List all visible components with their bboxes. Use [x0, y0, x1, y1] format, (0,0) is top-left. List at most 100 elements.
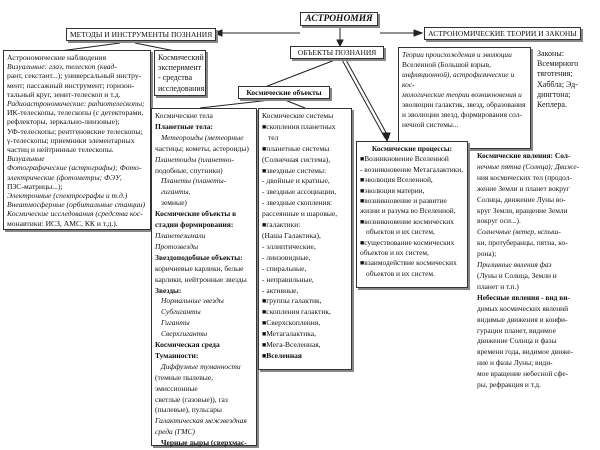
phenomena-line: планет и т.п.) — [477, 281, 519, 291]
phenomena-line: движение Солнца и фазы — [477, 336, 557, 346]
bodies-line: частицы; кометы, астероиды) — [155, 143, 249, 153]
bodies-line: карлики, нейтронные звезды — [155, 274, 247, 284]
bodies-line: Галактическая межзвездная — [155, 416, 247, 426]
systems-line: - эллиптические, — [262, 241, 316, 251]
phenomena-line: (Луны и Солнца, Земли и — [477, 270, 557, 280]
systems-line: - звездные ассоциации, — [262, 187, 337, 197]
systems-line: Метагалактика, — [262, 329, 348, 340]
phenomena-line: Космические явления: Сол- — [477, 151, 571, 160]
bodies-line: Нормальные звезды — [161, 296, 224, 306]
phenomena-line: ки, протуберанцы, пятна, ко- — [477, 238, 568, 248]
processes-line: эволюция Вселенной, — [360, 175, 464, 185]
methods-line: Космические исследования (средства кос- — [7, 209, 143, 219]
processes-line: - возникновение Метагалактики, — [360, 164, 464, 174]
arrow-theories — [413, 29, 424, 37]
bodies-line: Диффузные туманности — [161, 361, 241, 371]
bodies-line: коричневые карлики, белые — [155, 263, 244, 273]
processes-line: объектов и их систем, — [366, 227, 435, 237]
theories-line: Вселенной (Большой взрыв, — [402, 60, 491, 69]
bodies-line: Космическая среда — [155, 340, 220, 350]
laws-line: Хаббла; Эд- — [537, 79, 578, 89]
systems-line: - линзовидные, — [262, 252, 311, 262]
bodies-line: Метеороиды (метеорные — [161, 132, 244, 142]
theories-line: эволюции галактик, звезд, образования — [402, 100, 526, 109]
methods-header: МЕТОДЫ И ИНСТРУМЕНТЫ ПОЗНАНИЯ — [66, 28, 216, 41]
systems-line: (Наша Галактика), — [262, 230, 321, 240]
phenomena-line: мое вращение небесной сфе- — [477, 369, 569, 379]
experiment-line: эксперимент — [158, 63, 202, 73]
methods-line: Внеатмосферные (орбитальные станции) — [7, 200, 146, 210]
bodies-line: Гиганты — [161, 318, 190, 328]
systems-line: скопления галактик, — [262, 307, 348, 318]
phenomena-line: времени года, видимое движе- — [477, 347, 573, 357]
bodies-line: Черные дыры (сверхмас- — [161, 438, 247, 448]
methods-line: Визуальные: глаз, телескоп (квад- — [7, 62, 117, 72]
bodies-line: светлые (газовые)), газ — [155, 394, 228, 404]
phenomena-line: гурации планет, видимое — [477, 325, 556, 335]
methods-line: Электронные (спектрографы и т.д.) — [7, 191, 128, 201]
bodies-line: Космические объекты в — [155, 209, 237, 219]
methods-line: Астрономические наблюдения — [7, 53, 107, 62]
methods-line: Радиоастрономические: радиотелескопы; — [7, 99, 145, 109]
bodies-line: (пылевые), пульсары — [155, 405, 222, 415]
processes-line: жизни и разума во Вселенной, — [360, 206, 456, 216]
bodies-line: подобные, спутники) — [155, 165, 223, 175]
cosmic-objects-header: Космические объекты — [238, 86, 330, 99]
phenomena-line: рона); — [477, 249, 497, 259]
processes-line: объектов и их систем, — [360, 248, 429, 258]
systems-line: Космические системы — [262, 111, 334, 120]
systems-line: - спиральные, — [262, 263, 307, 273]
systems-line: (Солнечная система), — [262, 154, 331, 164]
objects-header: ОБЪЕКТЫ ПОЗНАНИЯ — [290, 46, 384, 59]
laws-line: Кеплера. — [537, 100, 567, 110]
experiment-line: исследования. — [158, 83, 207, 93]
bodies-line: Планетоиды (планетно- — [155, 154, 234, 164]
processes-line: возникновение и развитие — [360, 196, 464, 206]
phenomena-line: Солнца, движение Луны во- — [477, 194, 566, 204]
methods-line: рант, секстант...); универсальный инстру… — [7, 71, 142, 81]
systems-line: Вселенная — [262, 351, 348, 362]
theories-line: мологические теории возникновения и — [402, 90, 522, 99]
bodies-line: стадии формирования: — [155, 220, 234, 230]
laws-line: Всемирного — [537, 59, 579, 69]
bodies-line: Протозвезды — [155, 241, 199, 251]
systems-line: Сверхскопления, — [262, 318, 348, 329]
phenomena-line: Солнечные (ветер, вспыш- — [477, 227, 561, 237]
systems-line: скопления планетных — [262, 122, 348, 133]
methods-line: монавтики: ИСЗ, АМС, КК и т.д.). — [7, 218, 118, 228]
systems-line: рассеянные и шаровые, — [262, 209, 338, 219]
phenomena-line: вокруг оси...). — [477, 216, 521, 226]
theories-line: инфляционной), астрофизические и кос- — [402, 70, 515, 89]
phenomena-line: Приливные явления фаз — [477, 260, 552, 270]
cosmic-systems-box: Космические системы скопления планетныхте… — [258, 108, 352, 370]
laws-line: дингтона; — [537, 89, 571, 99]
laws-line: Законы: — [537, 49, 564, 58]
processes-line: Возникновение Вселенной — [360, 154, 464, 164]
bodies-line: земные) — [161, 198, 187, 208]
phenomena-line: ния космических тел (продол- — [477, 172, 572, 182]
methods-line: мент; пассажный инструмент; горизон- — [7, 80, 135, 90]
systems-line: галактики: — [262, 220, 348, 231]
experiment-line: Космический — [158, 53, 204, 62]
methods-line: ИК-телескопы, телескопы (с детекторами, — [7, 108, 144, 118]
phenomena-line: Небесные явления - вид ви- — [477, 292, 570, 302]
phenomena-line: ры, рефракция и т.д. — [477, 380, 541, 390]
systems-line: тел — [268, 132, 279, 142]
methods-line: электрические (фотометры; ФЭУ, — [7, 172, 122, 182]
bodies-line: Планеты (планеты-гиганты, — [161, 176, 227, 197]
processes-header: Космические процессы: — [371, 144, 453, 153]
methods-line: тальный круг, зенит-телескоп и т.д. — [7, 89, 121, 99]
systems-line: звездные системы: — [262, 166, 348, 177]
phenomena-line: димых космических явлений — [477, 303, 569, 313]
bodies-line: Звезды: — [155, 285, 182, 295]
phenomena-line: видимые движения и конфи- — [477, 314, 568, 324]
systems-line: - двойные и кратные, — [262, 176, 330, 186]
cosmic-processes-box: Космические процессы: Возникновение Всел… — [356, 141, 468, 288]
phenomena-line: жение Земли и планет вокруг — [477, 183, 570, 193]
bodies-line: (темные пылевые, эмиссионные — [155, 372, 214, 393]
systems-line: - неправильные, — [262, 274, 314, 284]
theories-line: нечной системы... — [402, 120, 459, 129]
